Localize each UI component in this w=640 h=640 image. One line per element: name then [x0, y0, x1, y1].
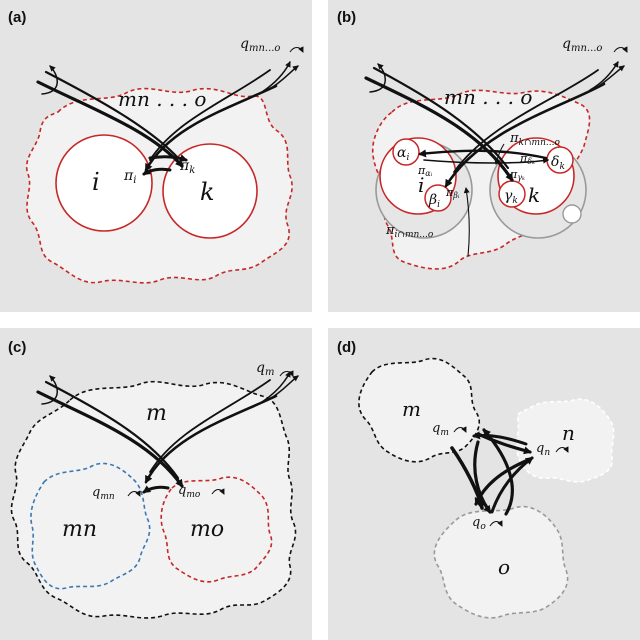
panel-d-label: (d)	[337, 339, 356, 356]
q-mno-loop-icon	[289, 46, 304, 53]
panel-a: (a) mn . . . o i k πi πk qmn...o	[0, 0, 312, 312]
panel-c: (c) m mn mo qmn qmo qm	[0, 328, 312, 640]
edge-b-left-2	[372, 66, 510, 170]
pi-delta-label: πδₖ	[519, 152, 535, 166]
edge-n-to-m	[472, 431, 528, 446]
edge-c-right-loop-2	[267, 375, 299, 401]
pi-k-cap-leader	[494, 143, 505, 165]
panel-d: (d) m n o qm qn qo	[328, 328, 640, 640]
q-mno-loop-icon-b	[613, 46, 628, 53]
node-i-circle	[55, 134, 153, 232]
beta-i-circle	[424, 184, 452, 212]
delta-k-label: δk	[551, 154, 565, 172]
pi-gamma-label: πγₖ	[509, 168, 525, 182]
edge-c-to-mn-short	[142, 485, 170, 494]
beta-i-label: βi	[428, 192, 440, 210]
edge-m-to-o	[473, 440, 492, 514]
edge-b-right-loop-1	[589, 61, 619, 91]
edge-m-to-o-2	[450, 446, 485, 510]
edge-b-left-loop	[369, 63, 386, 93]
q-mo-loop-icon	[211, 488, 225, 495]
edge-b-right-2	[453, 69, 599, 173]
region-o-d	[433, 505, 569, 619]
region-n-d	[515, 398, 615, 483]
pi-k-cap-label: πk∩mn...o	[509, 131, 560, 148]
node-k-label: k	[200, 178, 215, 206]
region-mo	[160, 476, 273, 583]
edge-c-right-2	[149, 379, 271, 473]
edge-left-to-k	[36, 80, 184, 168]
panel-c-label: (c)	[8, 339, 26, 356]
edge-c-left-2	[44, 380, 180, 480]
pi-k-arrow	[148, 154, 188, 162]
pi-i-label: πi	[123, 168, 136, 186]
q-n-d-label: qn	[536, 441, 550, 458]
pi-i-arrow	[142, 167, 172, 176]
q-o-d-label: qo	[472, 515, 486, 532]
edges-d	[450, 428, 534, 516]
label-m: m	[146, 401, 167, 426]
edges-c	[36, 371, 299, 494]
edges-b	[364, 61, 625, 257]
q-m-d-label: qm	[432, 421, 449, 438]
pi-k-label: πk	[179, 158, 195, 176]
edges-a	[36, 61, 299, 176]
node-k-circle	[162, 143, 258, 239]
pi-i-cap-label: πi∩mn...o	[385, 223, 434, 240]
label-mno-b: mn . . . o	[444, 85, 532, 109]
q-mn-label: qmn	[92, 485, 115, 502]
edge-left-loop	[41, 65, 58, 95]
edge-right-loop-1	[261, 61, 291, 93]
pi-i-cap-leader	[463, 187, 470, 257]
panel-b-label: (b)	[337, 9, 356, 26]
q-o-d-loop-icon	[489, 520, 503, 527]
q-mno-label-b: qmn...o	[562, 36, 602, 54]
pi-alpha-label: παᵢ	[417, 164, 433, 178]
node-k-label-b: k	[528, 183, 540, 207]
q-m-loop-icon	[279, 370, 294, 377]
label-m-d: m	[402, 397, 421, 421]
label-mo: mo	[190, 517, 224, 542]
edge-right-loop-2	[267, 65, 299, 91]
edge-right-to-i-2	[149, 69, 271, 161]
region-mn	[30, 462, 151, 590]
edge-c-right-to-mn	[144, 394, 278, 484]
q-m-d-loop-icon	[453, 426, 467, 433]
q-n-d-loop-icon	[555, 446, 569, 453]
edge-c-left-loop	[41, 375, 58, 405]
hole-k	[562, 204, 582, 224]
region-m-d	[358, 357, 481, 463]
panel-b: (b) mn . . . o αi βi γk δk i k	[328, 0, 640, 312]
edge-b-right-loop-2	[595, 65, 625, 89]
edge-o-to-n	[490, 456, 534, 514]
node-i-label: i	[92, 168, 100, 196]
q-m-label: qm	[256, 360, 274, 378]
edge-alpha-to-delta	[423, 157, 549, 164]
label-o-d: o	[498, 555, 510, 579]
panel-a-label: (a)	[8, 9, 26, 26]
node-i-label-b: i	[418, 173, 424, 197]
pi-beta-label: πβᵢ	[445, 186, 460, 200]
label-mno: mn . . . o	[118, 87, 206, 111]
label-mn: mn	[62, 517, 97, 542]
edge-left-to-k-2	[44, 70, 180, 160]
alpha-i-label: αi	[397, 145, 409, 163]
edge-delta-to-alpha	[418, 149, 548, 160]
label-n-d: n	[562, 421, 575, 445]
q-mn-loop-icon	[127, 490, 141, 497]
q-mo-label: qmo	[178, 483, 201, 500]
edge-b-right-to-beta	[444, 82, 606, 188]
gamma-k-label: γk	[504, 188, 518, 206]
edge-c-left-to-mo	[36, 390, 184, 488]
q-mno-label: qmn...o	[240, 36, 280, 54]
